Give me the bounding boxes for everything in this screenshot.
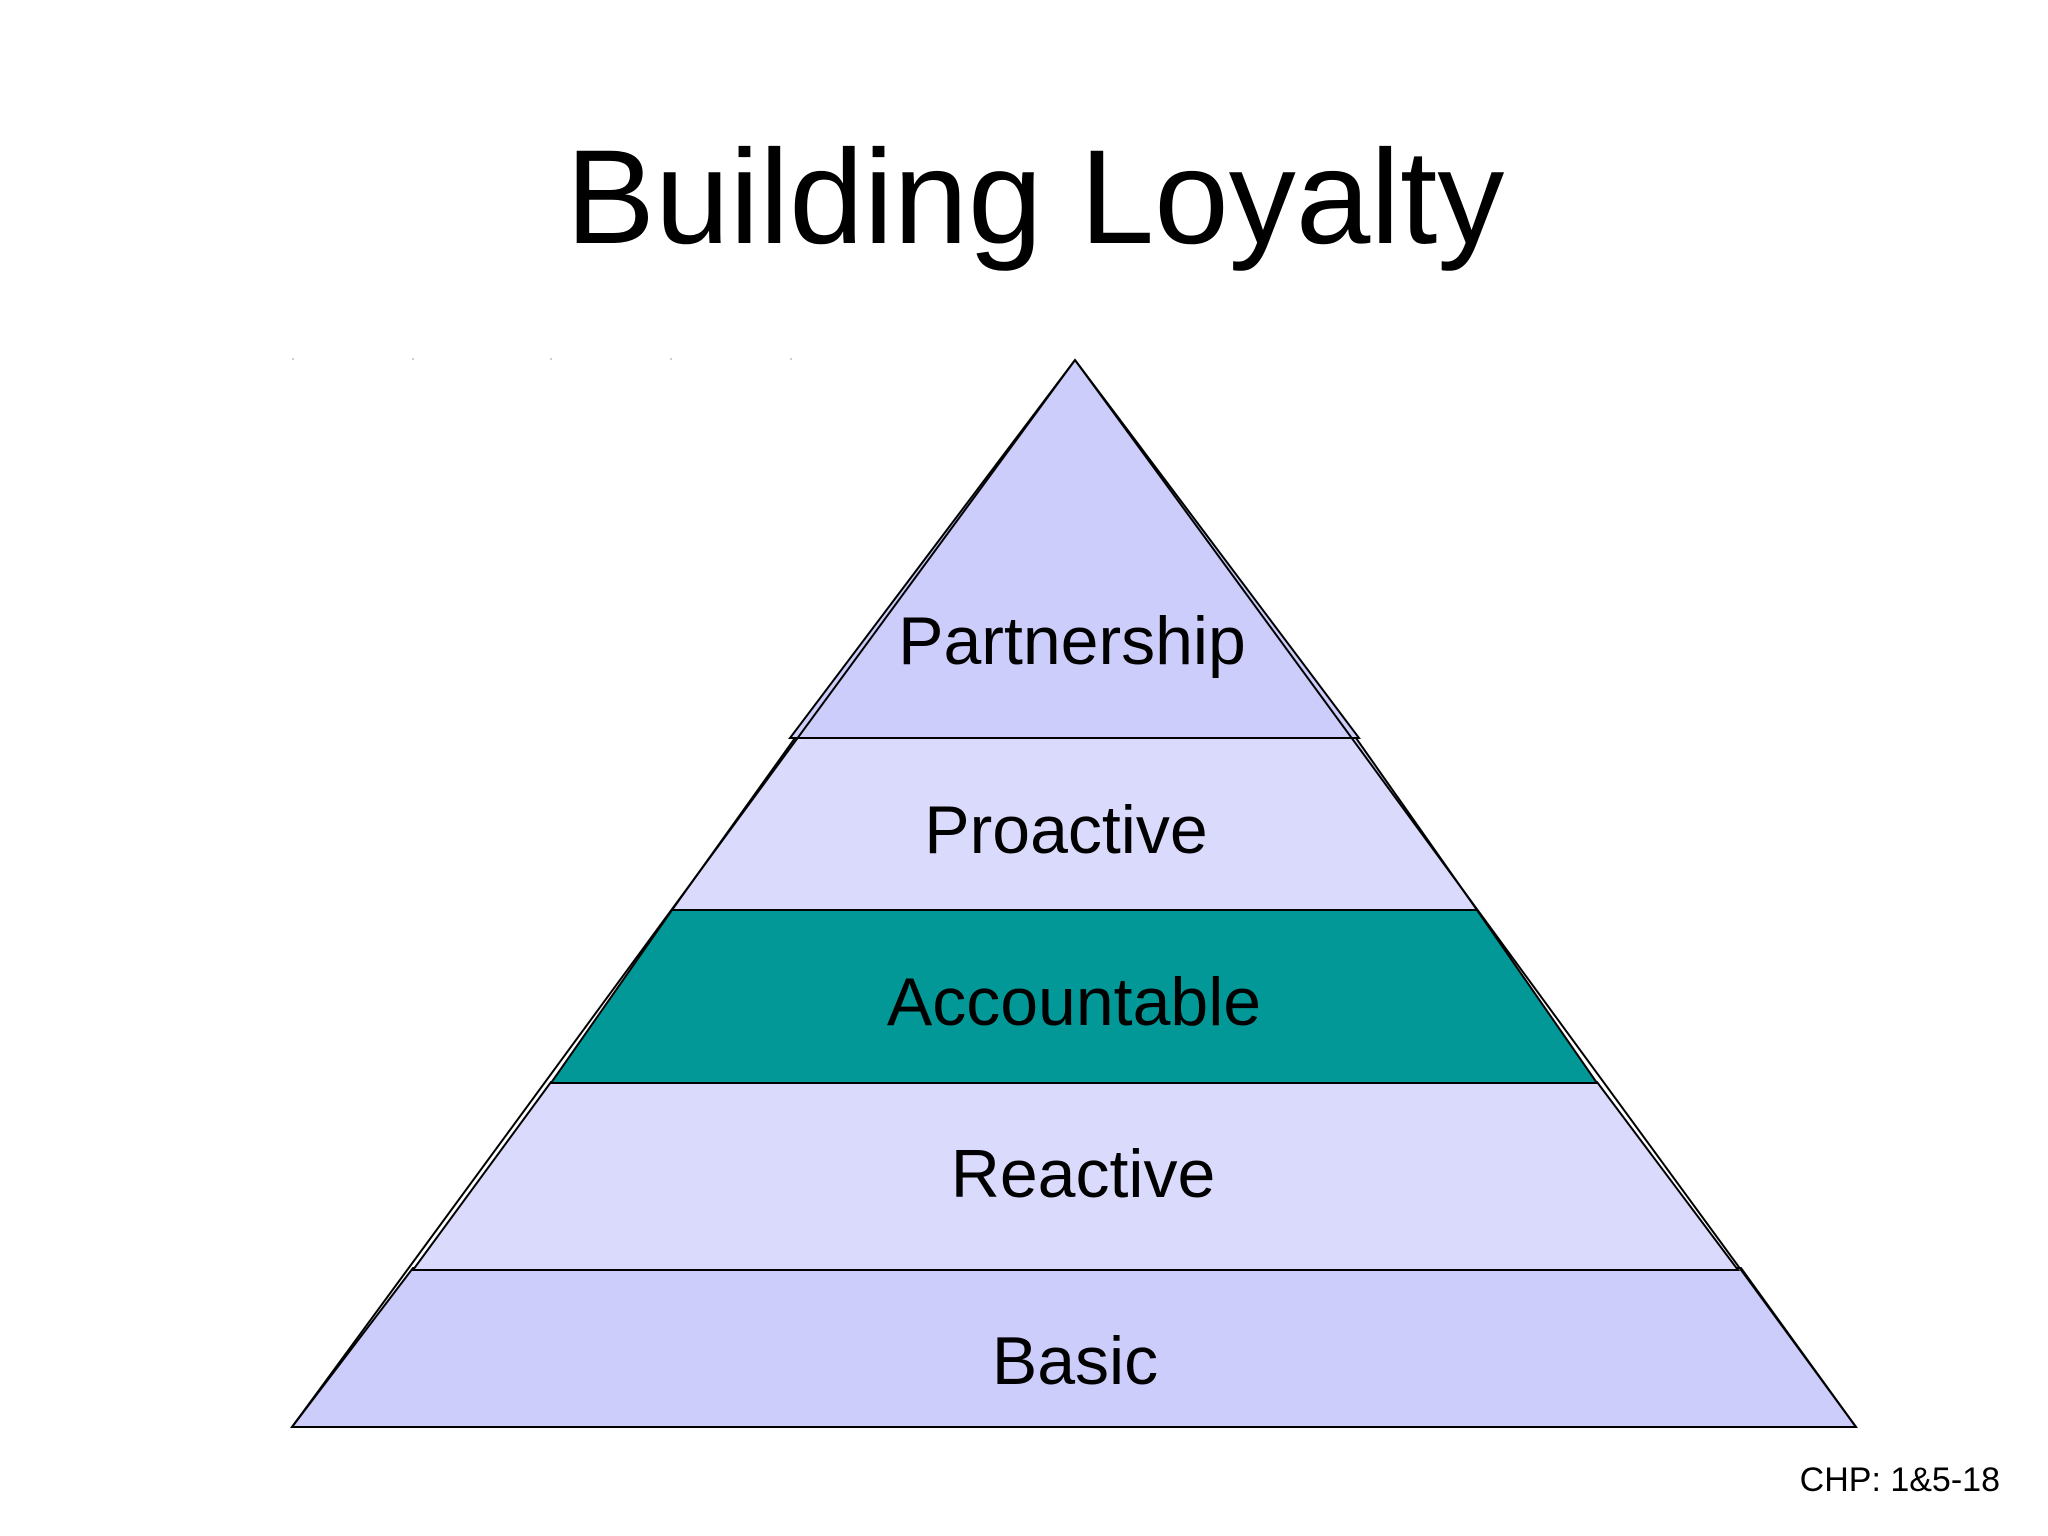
pyramid-outline-left <box>291 359 1076 1428</box>
pyramid-label-proactive: Proactive <box>924 792 1207 868</box>
slide-footer: CHP: 1&5-18 <box>1799 1461 2000 1499</box>
decorative-dot <box>670 358 672 360</box>
pyramid-layer-basic <box>289 1267 1858 1428</box>
pyramid-label-partnership: Partnership <box>898 603 1246 679</box>
pyramid-label-accountable: Accountable <box>887 964 1261 1040</box>
pyramid-layer-partnership <box>787 358 1362 739</box>
pyramid-outline-right <box>1074 359 1857 1428</box>
pyramid-label-basic: Basic <box>992 1323 1158 1399</box>
decorative-dot <box>412 358 414 360</box>
slide-title: Building Loyalty <box>565 123 1505 272</box>
decorative-dot <box>790 358 792 360</box>
decorative-dot <box>292 358 294 360</box>
pyramid-label-reactive: Reactive <box>951 1136 1216 1212</box>
decorative-dot <box>550 358 552 360</box>
